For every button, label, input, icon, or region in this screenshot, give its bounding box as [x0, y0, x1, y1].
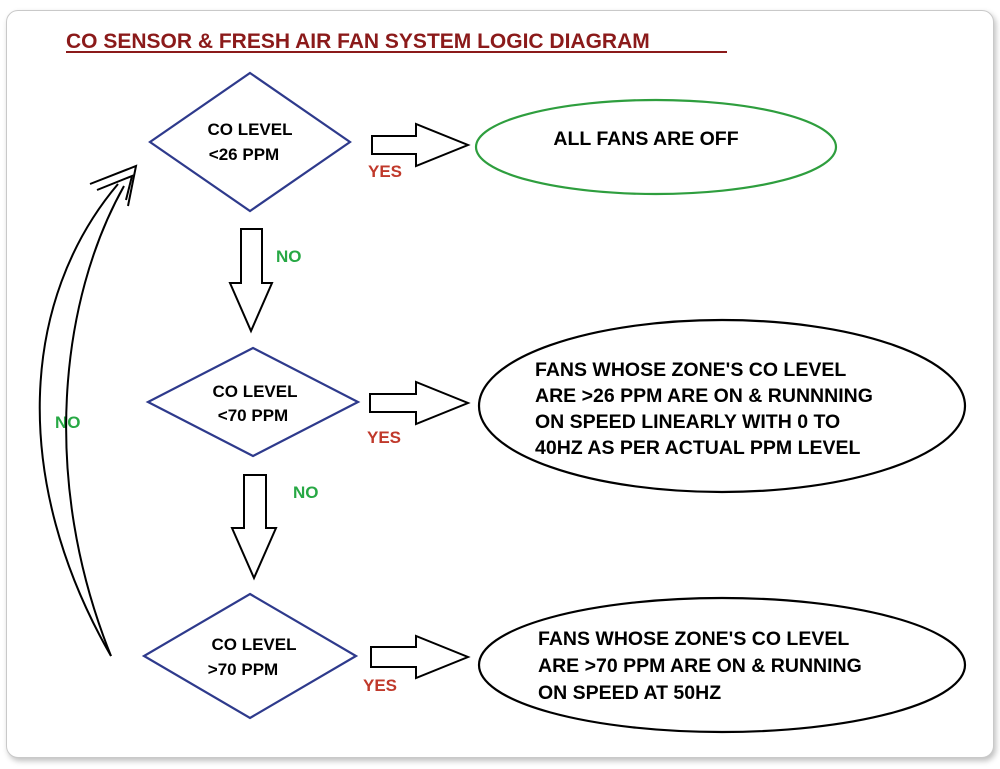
- yes-label-1: YES: [368, 162, 402, 181]
- decision-2-diamond: [145, 346, 361, 458]
- yes-label-3: YES: [363, 676, 397, 695]
- outcome-1-text: ALL FANS ARE OFF: [553, 128, 738, 150]
- no-arrow-1: [228, 228, 274, 334]
- outcome-2-line3: ON SPEED LINEARLY WITH 0 TO: [535, 411, 840, 433]
- outcome-2-line2: ARE >26 PPM ARE ON & RUNNNING: [535, 385, 873, 407]
- diagram-title: CO SENSOR & FRESH AIR FAN SYSTEM LOGIC D…: [66, 30, 650, 53]
- decision-1-line2: <26 PPM: [209, 145, 279, 164]
- yes-arrow-1: [371, 122, 471, 168]
- loop-arrowhead-inner: [96, 174, 134, 201]
- no-arrow-2: [230, 474, 278, 581]
- outcome-3-line1: FANS WHOSE ZONE'S CO LEVEL: [538, 628, 849, 650]
- outcome-3-ellipse: [477, 596, 967, 734]
- no-label-loop: NO: [55, 413, 81, 432]
- yes-label-2: YES: [367, 428, 401, 447]
- decision-1-line1: CO LEVEL: [207, 120, 292, 139]
- loop-arrowhead-outer: [89, 164, 138, 207]
- outcome-3-line3: ON SPEED AT 50HZ: [538, 682, 721, 704]
- decision-2-line2: <70 PPM: [218, 406, 288, 425]
- decision-2-line1: CO LEVEL: [212, 382, 297, 401]
- decision-3-line2: >70 PPM: [208, 660, 278, 679]
- outcome-1-ellipse: [474, 98, 838, 196]
- outcome-2-line4: 40HZ AS PER ACTUAL PPM LEVEL: [535, 437, 860, 459]
- loop-arrow-outer: [38, 183, 119, 657]
- no-label-2: NO: [293, 483, 319, 502]
- yes-arrow-2: [369, 380, 471, 426]
- decision-3-line1: CO LEVEL: [211, 635, 296, 654]
- outcome-2-ellipse: [477, 318, 967, 494]
- yes-arrow-3: [370, 634, 471, 680]
- outcome-3-line2: ARE >70 PPM ARE ON & RUNNING: [538, 655, 862, 677]
- loop-arrow-inner: [65, 185, 125, 657]
- decision-3-diamond: [141, 592, 359, 720]
- no-label-1: NO: [276, 247, 302, 266]
- outcome-2-line1: FANS WHOSE ZONE'S CO LEVEL: [535, 359, 846, 381]
- decision-1-diamond: [148, 71, 352, 213]
